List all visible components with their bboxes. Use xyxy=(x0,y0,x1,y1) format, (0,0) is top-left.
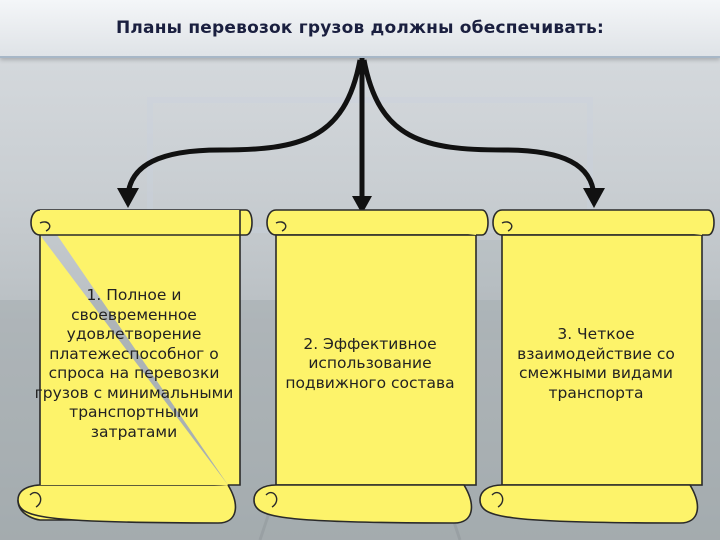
scroll-card-1: 1. Полное и своевременное удовлетворение… xyxy=(8,205,253,530)
page-title: Планы перевозок грузов должны обеспечива… xyxy=(115,18,605,38)
scroll-card-2: 2. Эффективное использование подвижного … xyxy=(244,205,489,530)
scroll-shape-icon xyxy=(479,209,715,524)
scroll-shape-icon xyxy=(17,209,253,524)
scroll-text-1: 1. Полное и своевременное удовлетворение… xyxy=(34,249,234,479)
item-text: 2. Эффективное использование подвижного … xyxy=(285,334,455,392)
scroll-card-3: 3. Четкое взаимодействие со смежными вид… xyxy=(470,205,715,530)
scroll-text-3: 3. Четкое взаимодействие со смежными вид… xyxy=(496,249,696,479)
scroll-text-2: 2. Эффективное использование подвижного … xyxy=(270,249,470,479)
item-text: 1. Полное и своевременное удовлетворение… xyxy=(34,286,234,441)
item-text: 3. Четкое взаимодействие со смежными вид… xyxy=(517,325,675,402)
scroll-shape-icon xyxy=(253,209,489,524)
title-bar: Планы перевозок грузов должны обеспечива… xyxy=(0,0,720,58)
